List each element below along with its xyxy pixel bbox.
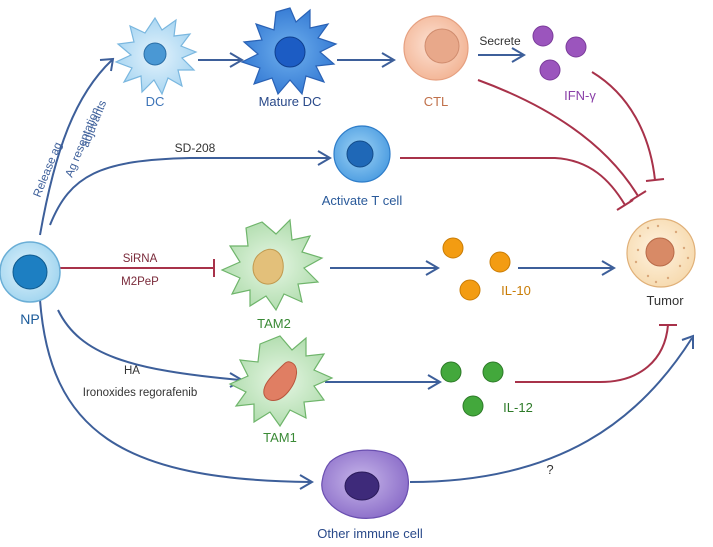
m2pep-label: M2PeP [121, 276, 159, 288]
iron-regorafenib-label: Ironoxides regorafenib [83, 387, 197, 399]
tam1-cell [228, 335, 334, 428]
dc-label: DC [146, 94, 165, 109]
activated-t-cell-label: Activate T cell [322, 193, 403, 208]
inhibit-activated-t-to-tumor [400, 157, 626, 206]
secrete-label: Secrete [479, 34, 521, 48]
activated-t-cell [333, 125, 391, 183]
arrow-np-to-activated-t-cell [49, 157, 328, 226]
other-immune-cell-label: Other immune cell [317, 526, 423, 541]
other-immune-cell [321, 449, 409, 519]
sirna-label: SiRNA [123, 253, 158, 265]
inhibit-ctl-to-tumor [477, 79, 639, 197]
il12-label: IL-12 [503, 400, 533, 415]
tam1-label: TAM1 [263, 430, 297, 445]
il10-dots [442, 237, 511, 301]
arrowhead-dc [99, 57, 115, 72]
mature-dc-label: Mature DC [259, 94, 322, 109]
ctl-label: CTL [424, 94, 449, 109]
arrow-np-to-dc [39, 59, 113, 236]
tumor-cell [626, 218, 696, 288]
inhibit-il12-to-tumor [515, 324, 669, 383]
mature-dc-cell [240, 7, 338, 96]
unknown-label: ? [546, 462, 553, 477]
tam2-label: TAM2 [257, 316, 291, 331]
ifn-gamma-label: IFN-γ [564, 88, 596, 103]
arrow-np-to-other-immune-cell [39, 299, 311, 483]
il12-dots [440, 361, 504, 417]
arrow-np-to-tam1 [57, 309, 241, 381]
np-label: NP [20, 311, 39, 327]
ifn-gamma-dots [532, 25, 587, 81]
ctl-cell [403, 15, 469, 81]
ha-label: HA [124, 365, 140, 377]
arrow-other-cell-to-tumor [409, 337, 693, 483]
sd208-label: SD-208 [175, 141, 216, 155]
dc-cell [114, 16, 198, 96]
tam2-cell [220, 218, 324, 312]
inhibit-ifn-to-tumor [591, 71, 656, 181]
tumor-label: Tumor [646, 293, 684, 308]
il10-label: IL-10 [501, 283, 531, 298]
np-particle [0, 241, 61, 303]
